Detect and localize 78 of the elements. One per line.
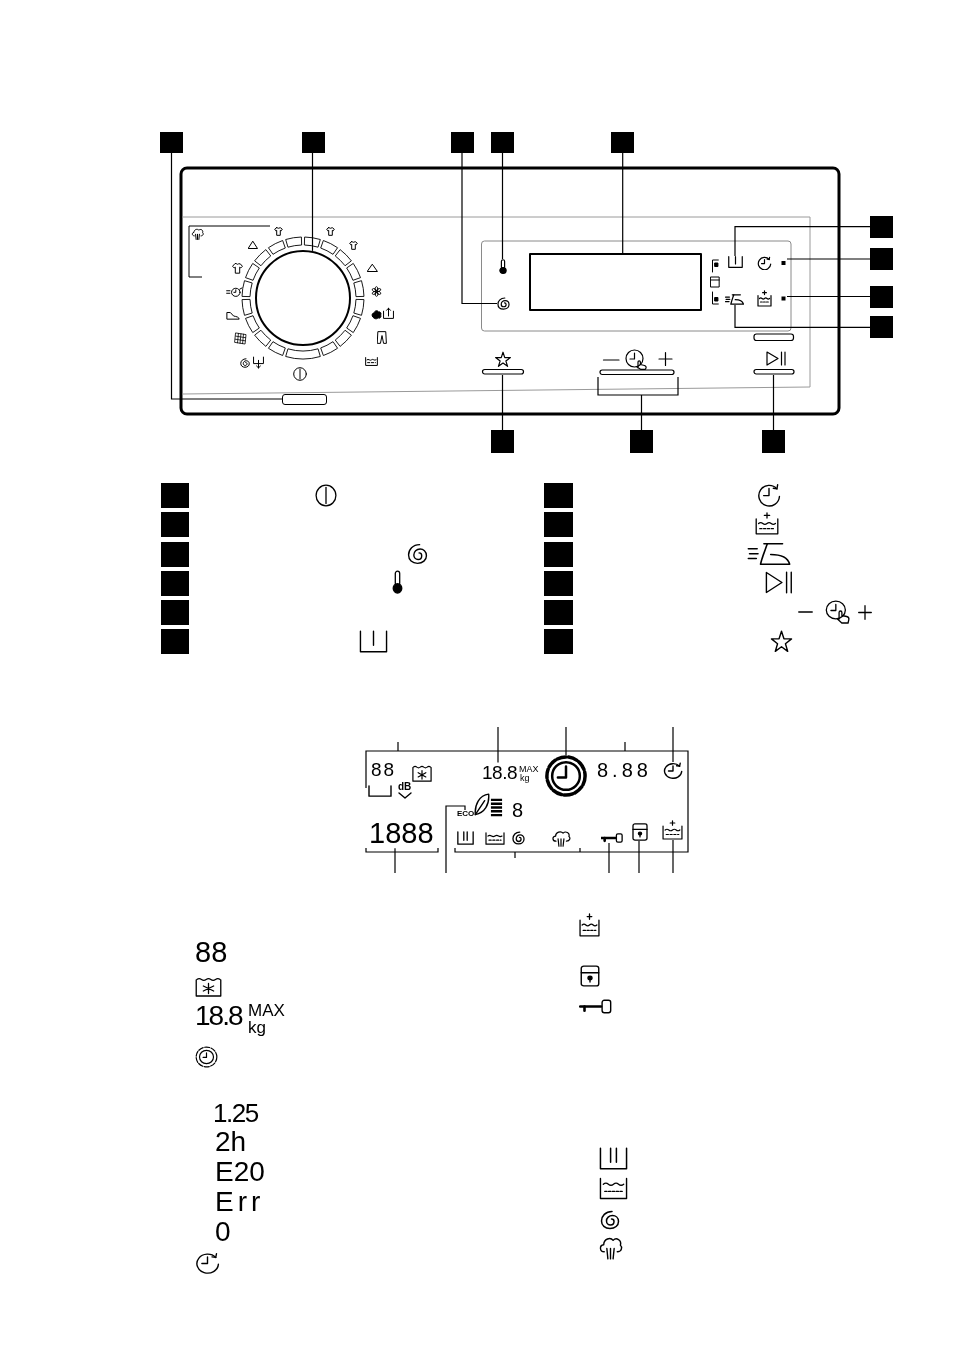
digit-readout: 88 (195, 938, 228, 968)
digit-readout: 1.25 (213, 1099, 258, 1126)
leader-line (170, 152, 283, 400)
callout-square (302, 132, 325, 153)
clock-arrow-icon (757, 256, 787, 270)
leader-line (622, 152, 624, 254)
tub-icon (728, 256, 743, 268)
digit-readout: Err (215, 1188, 265, 1217)
callout-square (544, 600, 573, 625)
clock-arrow-icon (663, 762, 683, 779)
eco-label: ECO (457, 810, 475, 818)
digit-readout: 2h (215, 1128, 247, 1157)
digit-readout: 0 (215, 1218, 231, 1247)
callout-square (160, 512, 189, 537)
callout-square (451, 132, 474, 153)
tub-plus-icon (757, 290, 787, 307)
leader-line (786, 258, 871, 260)
iron-icon (725, 294, 744, 305)
indicator-slot (282, 394, 327, 405)
leader-line (608, 842, 610, 874)
leader-line (565, 726, 567, 756)
callout-square (870, 316, 893, 338)
digit-readout: 18.8 (195, 1002, 242, 1031)
star-button (481, 350, 525, 375)
unit-label: MAX (248, 1001, 285, 1019)
callout-square (870, 216, 893, 238)
spiral-icon (497, 297, 510, 310)
callout-square (160, 600, 189, 625)
callout-square (160, 483, 189, 508)
leader-line (501, 152, 504, 260)
callout-square (491, 132, 514, 153)
unit-label: kg (520, 773, 530, 783)
digit-readout: 88 (371, 759, 397, 779)
clock-dial-icon (545, 755, 587, 797)
leader-line (597, 376, 679, 431)
thermometer-icon (499, 259, 507, 274)
unit-label: kg (248, 1018, 266, 1036)
leader-line (734, 226, 871, 257)
key-icon (601, 833, 623, 843)
callout-square (630, 430, 653, 453)
digit-readout: 18.8 (482, 762, 517, 782)
leader-line (394, 847, 396, 874)
leader-line (311, 152, 314, 252)
program-dial (255, 250, 351, 346)
callout-square (762, 430, 785, 453)
digit-readout: 8.88 (597, 759, 652, 780)
callout-square (870, 286, 893, 308)
callout-square (611, 132, 634, 153)
leader-line (672, 726, 674, 763)
callout-square (491, 430, 514, 453)
leader-line (672, 839, 674, 874)
callout-square (544, 542, 573, 567)
leader-line (497, 726, 499, 764)
leader-line (786, 295, 871, 298)
callout-square (160, 629, 189, 654)
digit-readout: 8 (512, 799, 524, 820)
digit-readout: E20 (215, 1158, 265, 1187)
tub-plus-icon (662, 820, 683, 840)
play-pause-button (751, 350, 797, 375)
digit-readout: 1888 (369, 819, 434, 849)
callout-square (160, 132, 183, 153)
leader-line (638, 840, 640, 874)
display-window (529, 253, 702, 311)
leader-line (501, 374, 504, 431)
callout-square (870, 248, 893, 270)
decibel-label: dB (398, 781, 412, 792)
unit-label: MAX (519, 764, 539, 774)
callout-square (544, 512, 573, 537)
callout-square (544, 570, 573, 596)
lock-icon (632, 823, 648, 841)
callout-square (544, 483, 573, 508)
callout-square (160, 570, 189, 596)
callout-square (544, 629, 573, 654)
leader-line (772, 374, 775, 431)
leader-line (734, 304, 871, 328)
callout-square (160, 542, 189, 567)
leader-line (445, 805, 466, 874)
leader-line (461, 152, 498, 305)
